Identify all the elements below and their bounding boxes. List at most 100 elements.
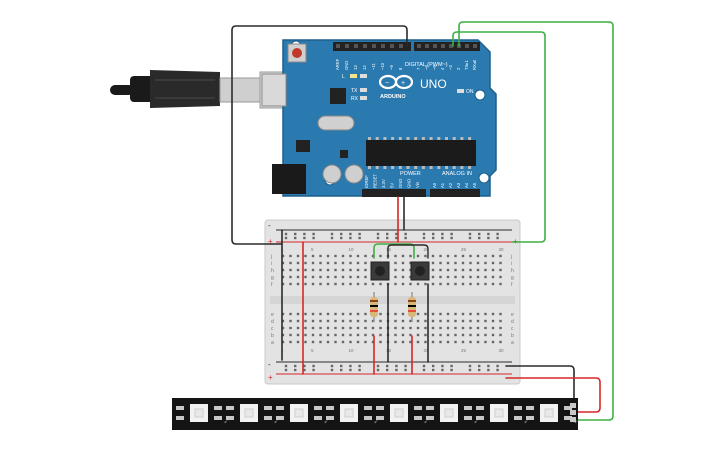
svg-text:↙: ↙ bbox=[324, 419, 328, 425]
row-letter: h bbox=[271, 268, 274, 274]
usb-cable bbox=[110, 70, 287, 109]
atmega-chip bbox=[366, 137, 476, 169]
rail-plus-label-bottom: + bbox=[268, 373, 273, 382]
capacitors bbox=[322, 164, 364, 184]
analog-pin-label: A5 bbox=[472, 182, 477, 188]
wire-signal-strip[interactable] bbox=[458, 21, 614, 421]
column-number: 5 bbox=[311, 348, 314, 353]
svg-text:↙: ↙ bbox=[574, 419, 578, 425]
digital-pin-label: 4 bbox=[440, 67, 445, 70]
svg-text:↙: ↙ bbox=[474, 419, 478, 425]
pushbutton-1[interactable] bbox=[370, 261, 390, 281]
small-component bbox=[340, 150, 348, 158]
power-pin-label: 5V bbox=[390, 183, 395, 188]
row-letter: c bbox=[271, 326, 274, 332]
resistor-2[interactable] bbox=[408, 292, 416, 322]
resistor-1[interactable] bbox=[370, 292, 378, 322]
row-letter: b bbox=[271, 333, 274, 339]
digital-pin-label: TX▸1 bbox=[464, 60, 469, 70]
brand-label: ARDUINO bbox=[380, 94, 406, 100]
digital-pin-label: ~9 bbox=[389, 65, 394, 70]
digital-pin-hole bbox=[390, 44, 394, 48]
led-label-tx: TX bbox=[351, 88, 358, 94]
digital-pin-hole bbox=[473, 44, 477, 48]
row-letter: j bbox=[510, 254, 512, 260]
power-pin-label: IOREF bbox=[364, 175, 369, 188]
model-label: UNO bbox=[420, 77, 447, 91]
analog-pin-label: A2 bbox=[448, 182, 453, 188]
wire-gnd-loop[interactable] bbox=[231, 25, 408, 245]
digital-pin-holes bbox=[336, 44, 477, 48]
digital-pin-hole bbox=[399, 44, 403, 48]
wire-signal-button[interactable] bbox=[452, 31, 546, 243]
led-label-rx: RX bbox=[351, 96, 359, 102]
center-channel bbox=[270, 296, 515, 304]
rail-minus-label: - bbox=[268, 221, 271, 230]
digital-pin-hole bbox=[372, 44, 376, 48]
row-letter: d bbox=[271, 319, 274, 325]
power-header bbox=[362, 189, 480, 197]
row-letter: a bbox=[271, 340, 274, 346]
analog-header-label: ANALOG IN bbox=[442, 171, 472, 177]
digital-pin-label: 8 bbox=[398, 67, 403, 70]
analog-pin-label: A4 bbox=[464, 182, 469, 188]
column-number: 25 bbox=[461, 348, 467, 353]
column-number: 20 bbox=[424, 348, 430, 353]
row-letter: h bbox=[511, 268, 514, 274]
wire-strip-5v[interactable] bbox=[505, 377, 601, 413]
rail-minus-label-bottom: - bbox=[268, 360, 271, 369]
reset-button[interactable] bbox=[287, 43, 307, 63]
wire-jumper-gnd[interactable] bbox=[387, 244, 429, 259]
analog-pin-label: A1 bbox=[440, 182, 445, 188]
digital-pin-label: AREF bbox=[335, 58, 340, 70]
power-jack bbox=[272, 164, 306, 194]
breadboard-holes bbox=[281, 232, 502, 372]
svg-text:↙: ↙ bbox=[524, 419, 528, 425]
svg-text:↙: ↙ bbox=[424, 419, 428, 425]
wire-jumper-buttons[interactable] bbox=[373, 243, 415, 259]
analog-pin-label: A0 bbox=[432, 182, 437, 188]
row-letter: c bbox=[511, 326, 514, 332]
rail-plus-label: + bbox=[268, 237, 273, 246]
digital-pin-label: 12 bbox=[362, 65, 367, 70]
digital-pin-hole bbox=[441, 44, 445, 48]
row-letter: d bbox=[511, 319, 514, 325]
power-pin-label: 3.3V bbox=[381, 179, 386, 188]
column-number: 25 bbox=[461, 247, 467, 252]
column-number: 30 bbox=[499, 348, 505, 353]
digital-pin-hole bbox=[363, 44, 367, 48]
digital-pin-label: ~10 bbox=[380, 62, 385, 70]
digital-pin-hole bbox=[354, 44, 358, 48]
svg-text:↙: ↙ bbox=[274, 419, 278, 425]
digital-pin-hole bbox=[425, 44, 429, 48]
power-pin-label: GND bbox=[407, 179, 412, 188]
svg-text:−: − bbox=[385, 80, 389, 87]
on-led-label: ON bbox=[466, 89, 474, 95]
digital-pin-label: ~3 bbox=[448, 65, 453, 70]
svg-text:↙: ↙ bbox=[224, 419, 228, 425]
column-number: 20 bbox=[424, 247, 430, 252]
digital-pin-hole bbox=[433, 44, 437, 48]
row-letter: b bbox=[511, 333, 514, 339]
row-letter: e bbox=[511, 312, 514, 318]
digital-pin-hole bbox=[449, 44, 453, 48]
row-letter: j bbox=[270, 254, 272, 260]
digital-pin-label: GND bbox=[344, 61, 349, 70]
column-number: 10 bbox=[349, 348, 355, 353]
wire-strip-gnd[interactable] bbox=[505, 365, 575, 403]
column-number: 5 bbox=[311, 247, 314, 252]
neopixel-led-strip[interactable]: ↙↙↙↙↙↙↙↙ bbox=[172, 398, 578, 430]
status-leds: L TX RX ON bbox=[342, 74, 474, 102]
usb-port bbox=[261, 73, 287, 107]
crystal bbox=[317, 115, 355, 131]
pushbutton-2[interactable] bbox=[410, 261, 430, 281]
digital-pin-label: RX◂0 bbox=[472, 59, 477, 70]
digital-pin-label: 2 bbox=[456, 67, 461, 70]
digital-pin-hole bbox=[381, 44, 385, 48]
power-pin-label: GND bbox=[398, 179, 403, 188]
